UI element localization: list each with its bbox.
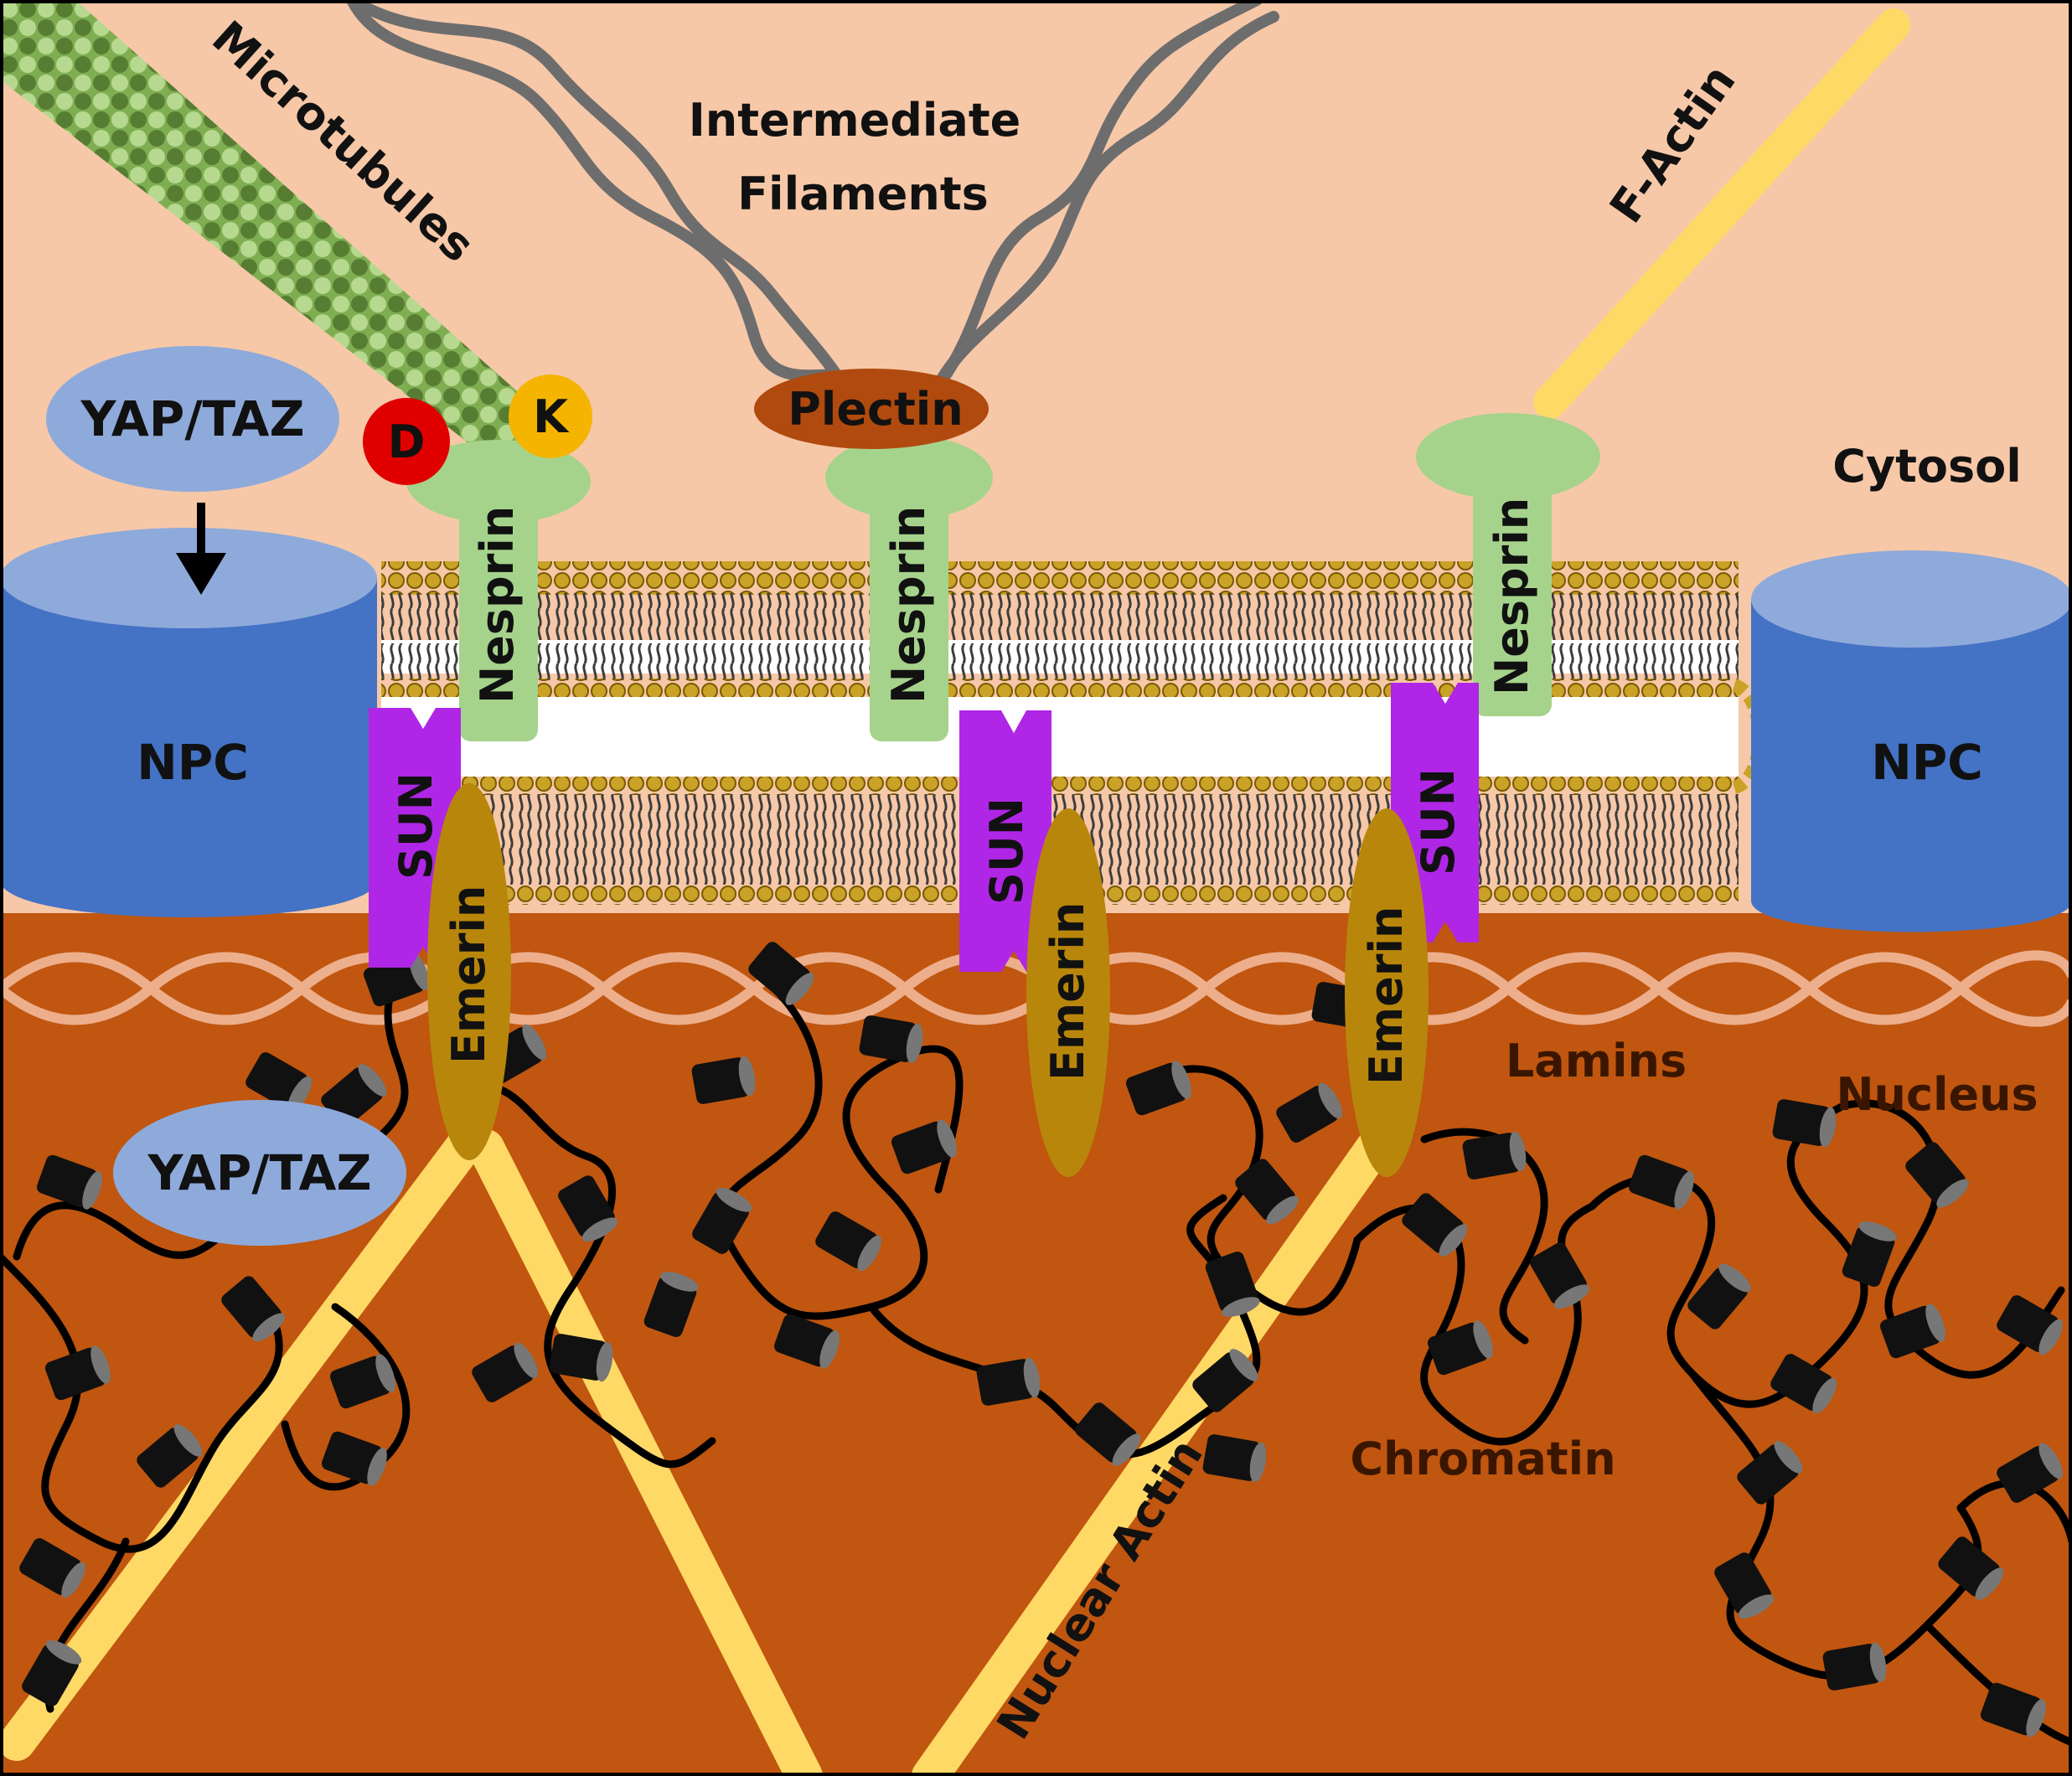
nesprin-middle-label: Nesprin (882, 506, 935, 704)
sun-middle: SUN (959, 710, 1052, 972)
emerin-left: Emerin (427, 783, 511, 1160)
nesprin-middle: Nesprin (825, 436, 993, 741)
dynein-label: D (388, 416, 426, 468)
plectin: Plectin (754, 369, 989, 449)
sun-right-label: SUN (1412, 768, 1465, 875)
lamins-label: Lamins (1506, 1035, 1687, 1087)
sun-middle-label: SUN (980, 798, 1033, 905)
nucleosomes (19, 942, 2064, 1737)
chromatin-label: Chromatin (1350, 1433, 1615, 1485)
yap-taz-cytosol: YAP/TAZ (46, 346, 339, 595)
npc-left-label: NPC (137, 734, 249, 791)
emerin-left-label: Emerin (442, 885, 495, 1064)
nuclear-actin-filaments (0, 1121, 1393, 1776)
emerin-right-label: Emerin (1360, 906, 1413, 1085)
intermediate-filaments-label-line2: Filaments (737, 168, 989, 220)
emerin-right: Emerin (1345, 808, 1429, 1177)
intermediate-filaments: Intermediate Filaments (346, 0, 1279, 391)
cytosol-label: Cytosol (1832, 440, 2022, 493)
sun-left-label: SUN (390, 772, 442, 880)
yap-taz-cytosol-label: YAP/TAZ (80, 390, 304, 447)
npc-left: NPC (0, 528, 377, 917)
yap-taz-nucleus-label: YAP/TAZ (147, 1144, 371, 1201)
emerin-middle: Emerin (1026, 808, 1110, 1177)
intermediate-filaments-label-line1: Intermediate (689, 94, 1021, 147)
yap-taz-nucleus: YAP/TAZ (113, 1100, 406, 1246)
kinesin-label: K (533, 390, 570, 443)
nesprin-left-label: Nesprin (471, 506, 524, 704)
nesprin-left: Nesprin (406, 440, 591, 741)
dynein-motor: D (363, 398, 450, 485)
emerin-middle-label: Emerin (1041, 902, 1094, 1081)
npc-right: NPC (1751, 550, 2072, 932)
kinesin-motor: K (509, 374, 592, 458)
nesprin-right: Nesprin (1416, 413, 1600, 716)
plectin-label: Plectin (788, 383, 964, 436)
npc-right-label: NPC (1871, 734, 1983, 791)
nesprin-right-label: Nesprin (1486, 498, 1538, 695)
nucleus-label: Nucleus (1836, 1068, 2038, 1121)
